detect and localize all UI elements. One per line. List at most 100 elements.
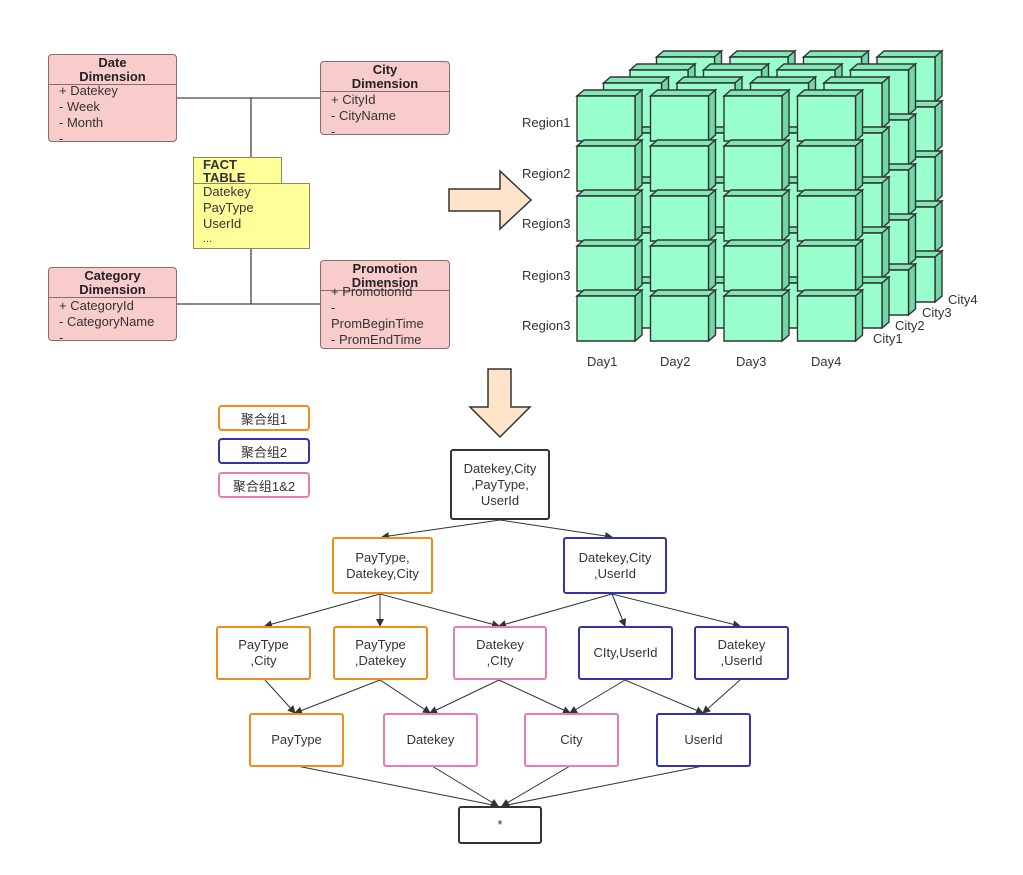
cuboid-level3: Datekey (383, 713, 478, 767)
cuboid-level2: PayType ,Datekey (333, 626, 428, 680)
cube-cell-top (648, 139, 718, 147)
cuboid-level2: Datekey ,UserId (694, 626, 789, 680)
cube-cell-top (648, 289, 718, 297)
date-dimension-field: - Week (59, 99, 100, 114)
cube-column-label: Day3 (736, 354, 767, 369)
cuboid-root: Datekey,City ,PayType, UserId (450, 449, 550, 520)
cuboid-level3: PayType (249, 713, 344, 767)
city-dimension-field: - CityName (331, 108, 397, 123)
cuboid-level3: City (524, 713, 619, 767)
cube-cell-top (675, 76, 744, 84)
promotion-dimension-field: + PromotionId (331, 284, 413, 299)
cube-cell (796, 195, 857, 242)
cube-cell-top (628, 63, 697, 71)
cube-row-label: Region3 (522, 216, 571, 231)
cube-cell-side (881, 125, 890, 180)
city-dimension-title: City Dimension (321, 62, 449, 92)
cube-cell (649, 195, 710, 242)
cube-cell-side (881, 225, 890, 280)
cube-cell (723, 145, 783, 192)
cube-cell-side (707, 88, 717, 143)
cube-cell-side (707, 188, 717, 243)
cube-cell-top (722, 189, 791, 197)
cube-cell-side (781, 88, 790, 143)
fact-table-field: PayType (203, 200, 254, 215)
city-dimension-field: + CityId (331, 92, 376, 107)
down-arrow-icon (468, 368, 532, 439)
cube-cell-top (575, 239, 644, 247)
cube-cell (723, 295, 783, 342)
cube-cell (723, 95, 783, 142)
cube-depth-label: City1 (873, 331, 903, 346)
cuboid-level1: PayType, Datekey,City (332, 537, 433, 594)
cube-cell (576, 295, 636, 342)
fact-table-box: Datekey PayType UserId ... (193, 183, 310, 249)
cube-cell-side (934, 199, 943, 254)
cube-cell-side (934, 249, 943, 304)
cube-cell-top (795, 89, 865, 97)
cube-cell-side (707, 238, 717, 293)
cube-cell-side (881, 75, 890, 130)
cube-cell (796, 145, 857, 192)
cuboid-apex: * (458, 806, 542, 844)
cube-cell-top (575, 139, 644, 147)
cube-cell-side (854, 288, 864, 343)
cube-cell-side (781, 138, 790, 193)
city-dimension-field: - ... (331, 124, 350, 135)
cube-cell-top (848, 63, 918, 71)
cube-cell-side (634, 88, 643, 143)
cube-cell-top (875, 50, 944, 58)
cube-cell-top (654, 50, 724, 58)
cube-cell-side (934, 149, 943, 204)
cube-cell-side (781, 188, 790, 243)
date-dimension-field: + Datekey (59, 83, 118, 98)
cube-cell (576, 145, 636, 192)
cube-cell-side (634, 138, 643, 193)
promotion-dimension-field: - (331, 300, 336, 315)
cube-cell-top (575, 289, 644, 297)
cube-row-label: Region2 (522, 166, 571, 181)
cube-column-label: Day2 (660, 354, 691, 369)
promotion-dimension-field: - PromEndTime (331, 332, 422, 347)
date-dimension-field: - Month (59, 115, 104, 130)
cube-cell-top (648, 89, 718, 97)
cube-cell (649, 145, 710, 192)
cuboid-level1: Datekey,City ,UserId (563, 537, 667, 594)
cube-row-label: Region1 (522, 115, 571, 130)
promotion-dimension-field: PromBeginTime (331, 316, 424, 331)
cube-cell-top (801, 50, 871, 58)
cube-cell (576, 95, 636, 142)
cube-cell-side (907, 62, 917, 117)
cube-cell-side (907, 162, 917, 217)
cube-depth-label: City2 (895, 318, 925, 333)
cube-cell-top (822, 76, 891, 84)
cube-cell (576, 245, 636, 292)
date-dimension-field: - ... (59, 131, 78, 142)
cube-cell-top (648, 189, 718, 197)
cuboid-level2: CIty,UserId (578, 626, 673, 680)
cube-cell-side (934, 49, 943, 104)
cube-cell-top (795, 189, 865, 197)
fact-table-field: Datekey (203, 184, 251, 199)
fact-table-field: UserId (203, 216, 242, 231)
cube-cell-top (575, 89, 644, 97)
legend-group1: 聚合组1 (218, 405, 310, 431)
legend-group1-and-2: 聚合组1&2 (218, 472, 310, 498)
date-dimension-box: Date Dimension + Datekey - Week - Month … (48, 54, 177, 142)
cube-cell-top (601, 76, 671, 84)
cube-cell (649, 95, 710, 142)
category-dimension-field: + CategoryId (59, 298, 134, 313)
cube-cell-side (907, 212, 917, 267)
cube-cell-top (648, 239, 718, 247)
cube-cell-side (881, 275, 890, 330)
cube-cell-top (722, 89, 791, 97)
cube-cell (723, 245, 783, 292)
cube-cell-top (795, 289, 865, 297)
right-arrow-icon (448, 169, 533, 231)
cube-cell-top (701, 63, 771, 71)
cube-cell (796, 245, 857, 292)
date-dimension-title: Date Dimension (49, 55, 176, 85)
cuboid-level2: PayType ,City (216, 626, 311, 680)
cube-cell-top (722, 289, 791, 297)
